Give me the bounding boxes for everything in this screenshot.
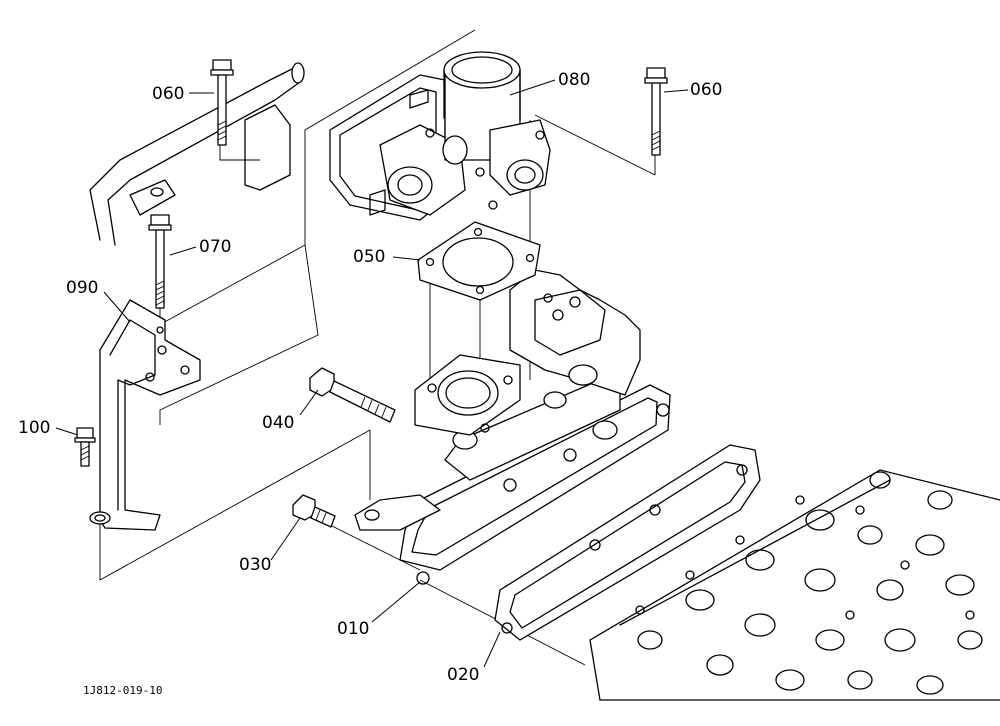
leader-lines [55,79,689,668]
label-100: 100 [18,418,50,438]
bolt-030 [292,494,336,528]
label-060-left: 060 [152,84,184,104]
intake-manifold [354,269,671,585]
drawing-code: 1J812-019-10 [83,684,162,697]
throttle-body [329,51,551,221]
bolt-060-right [644,67,668,156]
label-040: 040 [262,413,294,433]
label-080: 080 [558,70,590,90]
label-060-right: 060 [690,80,722,100]
label-050: 050 [353,247,385,267]
label-010: 010 [337,619,369,639]
bracket-090 [89,299,201,531]
label-070: 070 [199,237,231,257]
bolt-060-left [210,59,234,146]
label-020: 020 [447,665,479,685]
throttle-gasket [417,221,541,301]
intake-gasket [494,444,761,641]
cylinder-head [589,469,1000,701]
label-090: 090 [66,278,98,298]
pipe-bracket [89,62,305,246]
bolt-070 [148,214,172,309]
bolt-100 [74,427,96,467]
bolt-040 [309,367,396,423]
label-030: 030 [239,555,271,575]
part-labels: 060 080 060 050 070 090 040 100 030 010 … [18,70,722,697]
